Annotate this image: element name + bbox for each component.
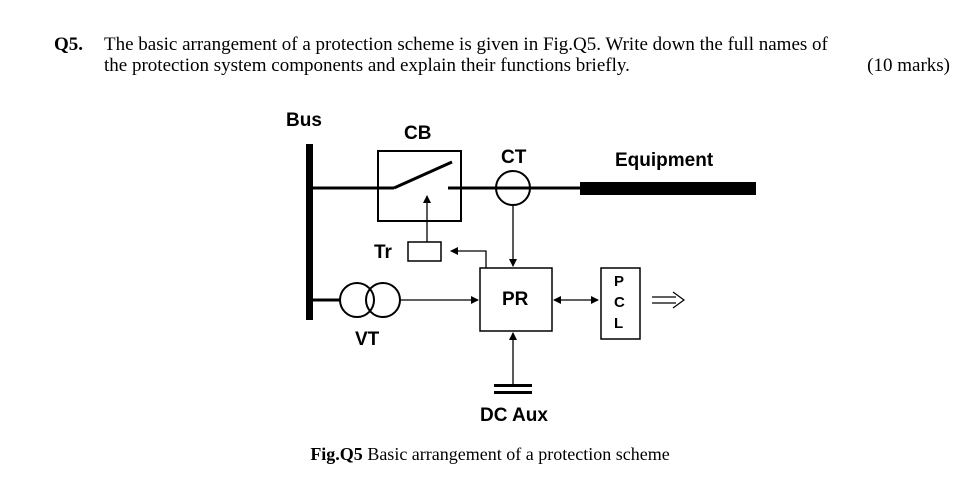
ct-label: CT bbox=[501, 147, 527, 168]
vt-label: VT bbox=[355, 329, 380, 350]
pcl-letter-p: P bbox=[614, 273, 624, 290]
bus-label: Bus bbox=[286, 110, 322, 131]
pcl-letter-c: C bbox=[614, 294, 625, 311]
trip-coil-box bbox=[407, 241, 442, 262]
figure-caption: Fig.Q5 Basic arrangement of a protection… bbox=[0, 444, 980, 465]
vt-primary-coil bbox=[339, 282, 375, 318]
question-text-line-1: The basic arrangement of a protection sc… bbox=[104, 34, 828, 55]
dc-aux-plate-bottom bbox=[494, 391, 532, 394]
protection-scheme-diagram: Bus CB CT Equipment Tr PR VT P C L bbox=[286, 110, 756, 426]
vt-secondary-coil bbox=[365, 282, 401, 318]
question-marks: (10 marks) bbox=[867, 55, 950, 76]
pcl-output-arrow bbox=[652, 291, 686, 309]
figure-caption-text: Basic arrangement of a protection scheme bbox=[362, 444, 670, 464]
pr-label: PR bbox=[502, 289, 529, 310]
equipment-bar bbox=[580, 182, 756, 195]
protective-relay-box bbox=[479, 267, 553, 332]
dc-aux-label: DC Aux bbox=[480, 405, 548, 426]
cb-label: CB bbox=[404, 123, 431, 144]
bus-bar bbox=[306, 144, 313, 320]
equipment-label: Equipment bbox=[615, 150, 714, 171]
figure-label: Fig.Q5 bbox=[310, 444, 363, 464]
question-text-line-2: the protection system components and exp… bbox=[104, 55, 630, 76]
pcl-box bbox=[600, 267, 641, 340]
question-number: Q5. bbox=[54, 34, 84, 55]
pcl-letter-l: L bbox=[614, 315, 623, 332]
cb-switch-blade bbox=[393, 160, 453, 190]
dc-aux-plate-top bbox=[494, 384, 532, 387]
pr-to-tr-arrow bbox=[450, 247, 487, 268]
tr-label: Tr bbox=[374, 242, 393, 263]
circuit-breaker-box bbox=[377, 150, 462, 222]
